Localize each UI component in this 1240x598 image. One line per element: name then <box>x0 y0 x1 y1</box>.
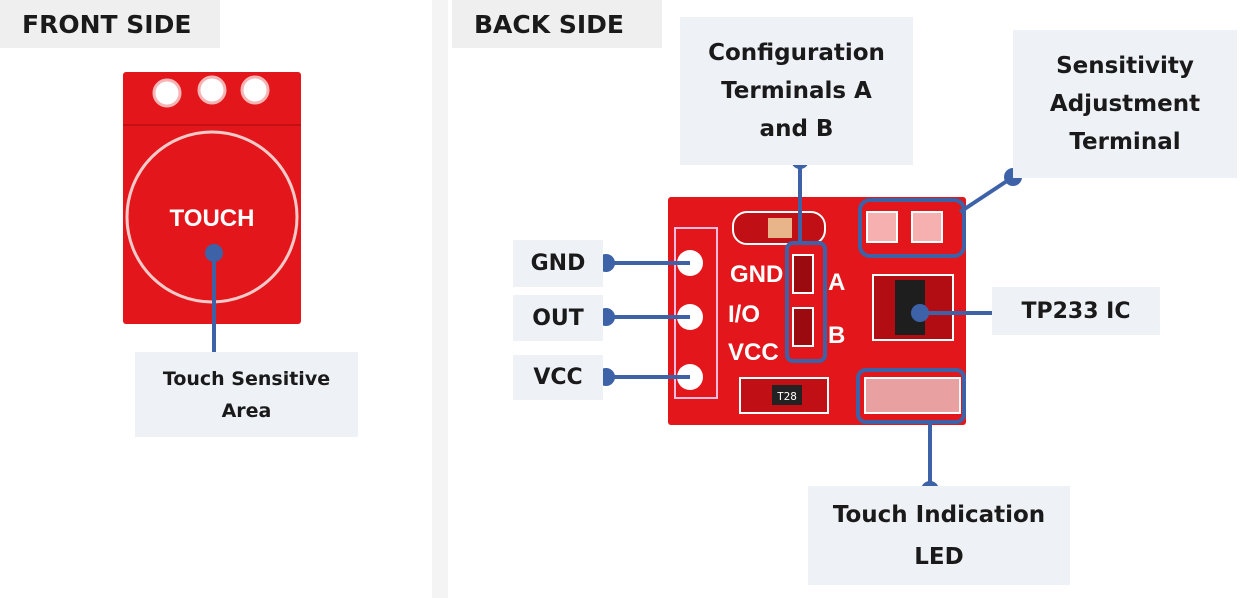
vcc-label: VCC <box>513 355 603 400</box>
label-line: LED <box>914 543 964 570</box>
silk-gnd: GND <box>730 261 783 288</box>
label-line: Touch Indication <box>832 501 1046 528</box>
panel-separator <box>432 0 448 598</box>
front-callout <box>205 244 223 352</box>
label-line: Sensitivity <box>1056 53 1194 79</box>
back-side-title: BACK SIDE <box>452 0 662 48</box>
configuration-terminals-label: Configuration Terminals A and B <box>680 17 913 165</box>
label-line: Adjustment <box>1049 91 1201 117</box>
front-pcb: TOUCH <box>123 72 301 324</box>
silk-vcc: VCC <box>728 339 779 366</box>
label-line: Area <box>221 399 272 422</box>
sensitivity-adjustment-label: Sensitivity Adjustment Terminal <box>1013 30 1237 178</box>
touch-pad-text: TOUCH <box>170 205 255 232</box>
touch-indication-led-label: Touch Indication LED <box>808 486 1070 585</box>
silk-b: B <box>828 322 845 349</box>
front-side-title: FRONT SIDE <box>0 0 220 48</box>
resistor-marking: T28 <box>777 390 797 403</box>
gnd-label: GND <box>513 240 603 287</box>
tp233-ic-label: TP233 IC <box>992 287 1160 335</box>
silk-io: I/O <box>728 301 760 328</box>
touch-sensitive-area-label: Touch Sensitive Area <box>135 352 358 437</box>
label-line: Terminals A <box>721 78 872 104</box>
label-line: Configuration <box>708 40 885 66</box>
label-line: Terminal <box>1069 129 1181 155</box>
label-line: Touch Sensitive <box>162 367 331 390</box>
label-line: and B <box>759 116 834 142</box>
out-label: OUT <box>513 295 603 341</box>
back-callouts <box>606 160 1015 490</box>
silk-a: A <box>828 269 845 296</box>
